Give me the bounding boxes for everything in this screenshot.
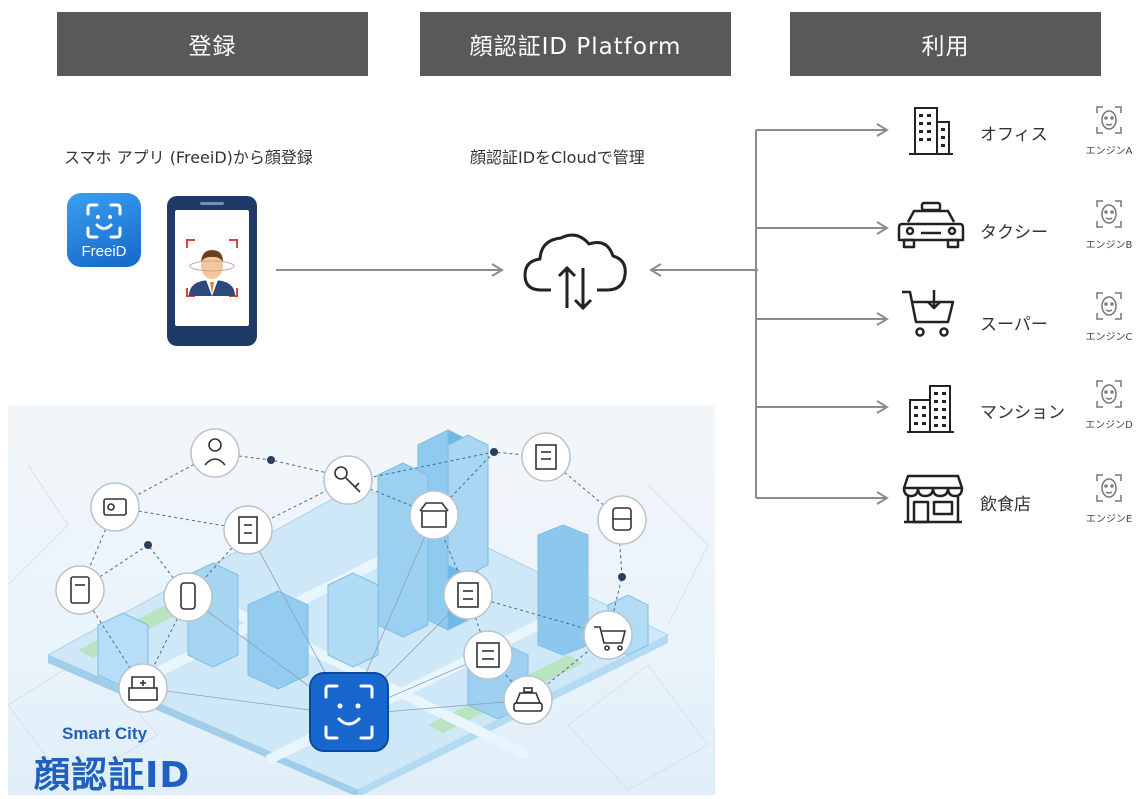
- smartphone: [167, 196, 257, 346]
- apartment-icon: [907, 385, 954, 433]
- engine-c-label: エンジンC: [1085, 332, 1133, 343]
- phone-screen: [175, 210, 249, 326]
- face-registration-icon: [186, 239, 238, 297]
- smart-city-subtitle: 顔認証ID: [34, 755, 191, 796]
- engine-a-label: エンジンA: [1085, 146, 1133, 157]
- office-building-icon: [909, 107, 953, 155]
- arrow-use-to-cloud: [649, 263, 758, 277]
- destination-label-apartment: マンション: [980, 403, 1065, 423]
- engine-d-label: エンジンD: [1085, 420, 1133, 431]
- face-engine-icon: [1096, 200, 1122, 228]
- header-use: 利用: [788, 10, 1103, 78]
- freeid-logo-label: FreeiD: [81, 243, 127, 260]
- destination-label-taxi: タクシー: [980, 223, 1048, 243]
- taxi-icon: [897, 201, 965, 249]
- engine-d: エンジンD: [1079, 378, 1139, 431]
- smart-city-graphic: [7, 428, 709, 797]
- freeid-app-logo: FreeiD: [67, 193, 141, 267]
- phone-speaker: [200, 202, 224, 205]
- distribution-tree: [755, 123, 889, 505]
- engine-a: エンジンA: [1079, 104, 1139, 157]
- engine-b: エンジンB: [1079, 198, 1139, 251]
- header-platform: 顔認証ID Platform: [418, 10, 733, 78]
- face-engine-icon: [1096, 380, 1122, 408]
- face-engine-icon: [1096, 292, 1122, 320]
- cloud-sync-icon: [523, 233, 627, 311]
- face-scan-icon: [86, 203, 122, 239]
- face-engine-icon: [1096, 474, 1122, 502]
- engine-b-label: エンジンB: [1085, 240, 1133, 251]
- smart-city-illustration: [7, 405, 715, 797]
- destination-label-supermarket: スーパー: [980, 315, 1048, 335]
- engine-e: エンジンE: [1079, 472, 1139, 525]
- smart-city-title: Smart City: [62, 724, 148, 743]
- destination-label-restaurant: 飲食店: [980, 495, 1031, 515]
- destination-label-office: オフィス: [980, 125, 1048, 145]
- restaurant-icon: [902, 474, 964, 524]
- engine-c: エンジンC: [1079, 290, 1139, 343]
- register-caption: スマホ アプリ (FreeiD)から顔登録: [64, 148, 313, 167]
- engine-e-label: エンジンE: [1085, 514, 1133, 525]
- header-register: 登録: [55, 10, 370, 78]
- face-engine-icon: [1096, 106, 1122, 134]
- shopping-cart-icon: [902, 290, 955, 337]
- platform-caption: 顔認証IDをCloudで管理: [470, 148, 645, 167]
- arrow-register-to-cloud: [276, 263, 504, 277]
